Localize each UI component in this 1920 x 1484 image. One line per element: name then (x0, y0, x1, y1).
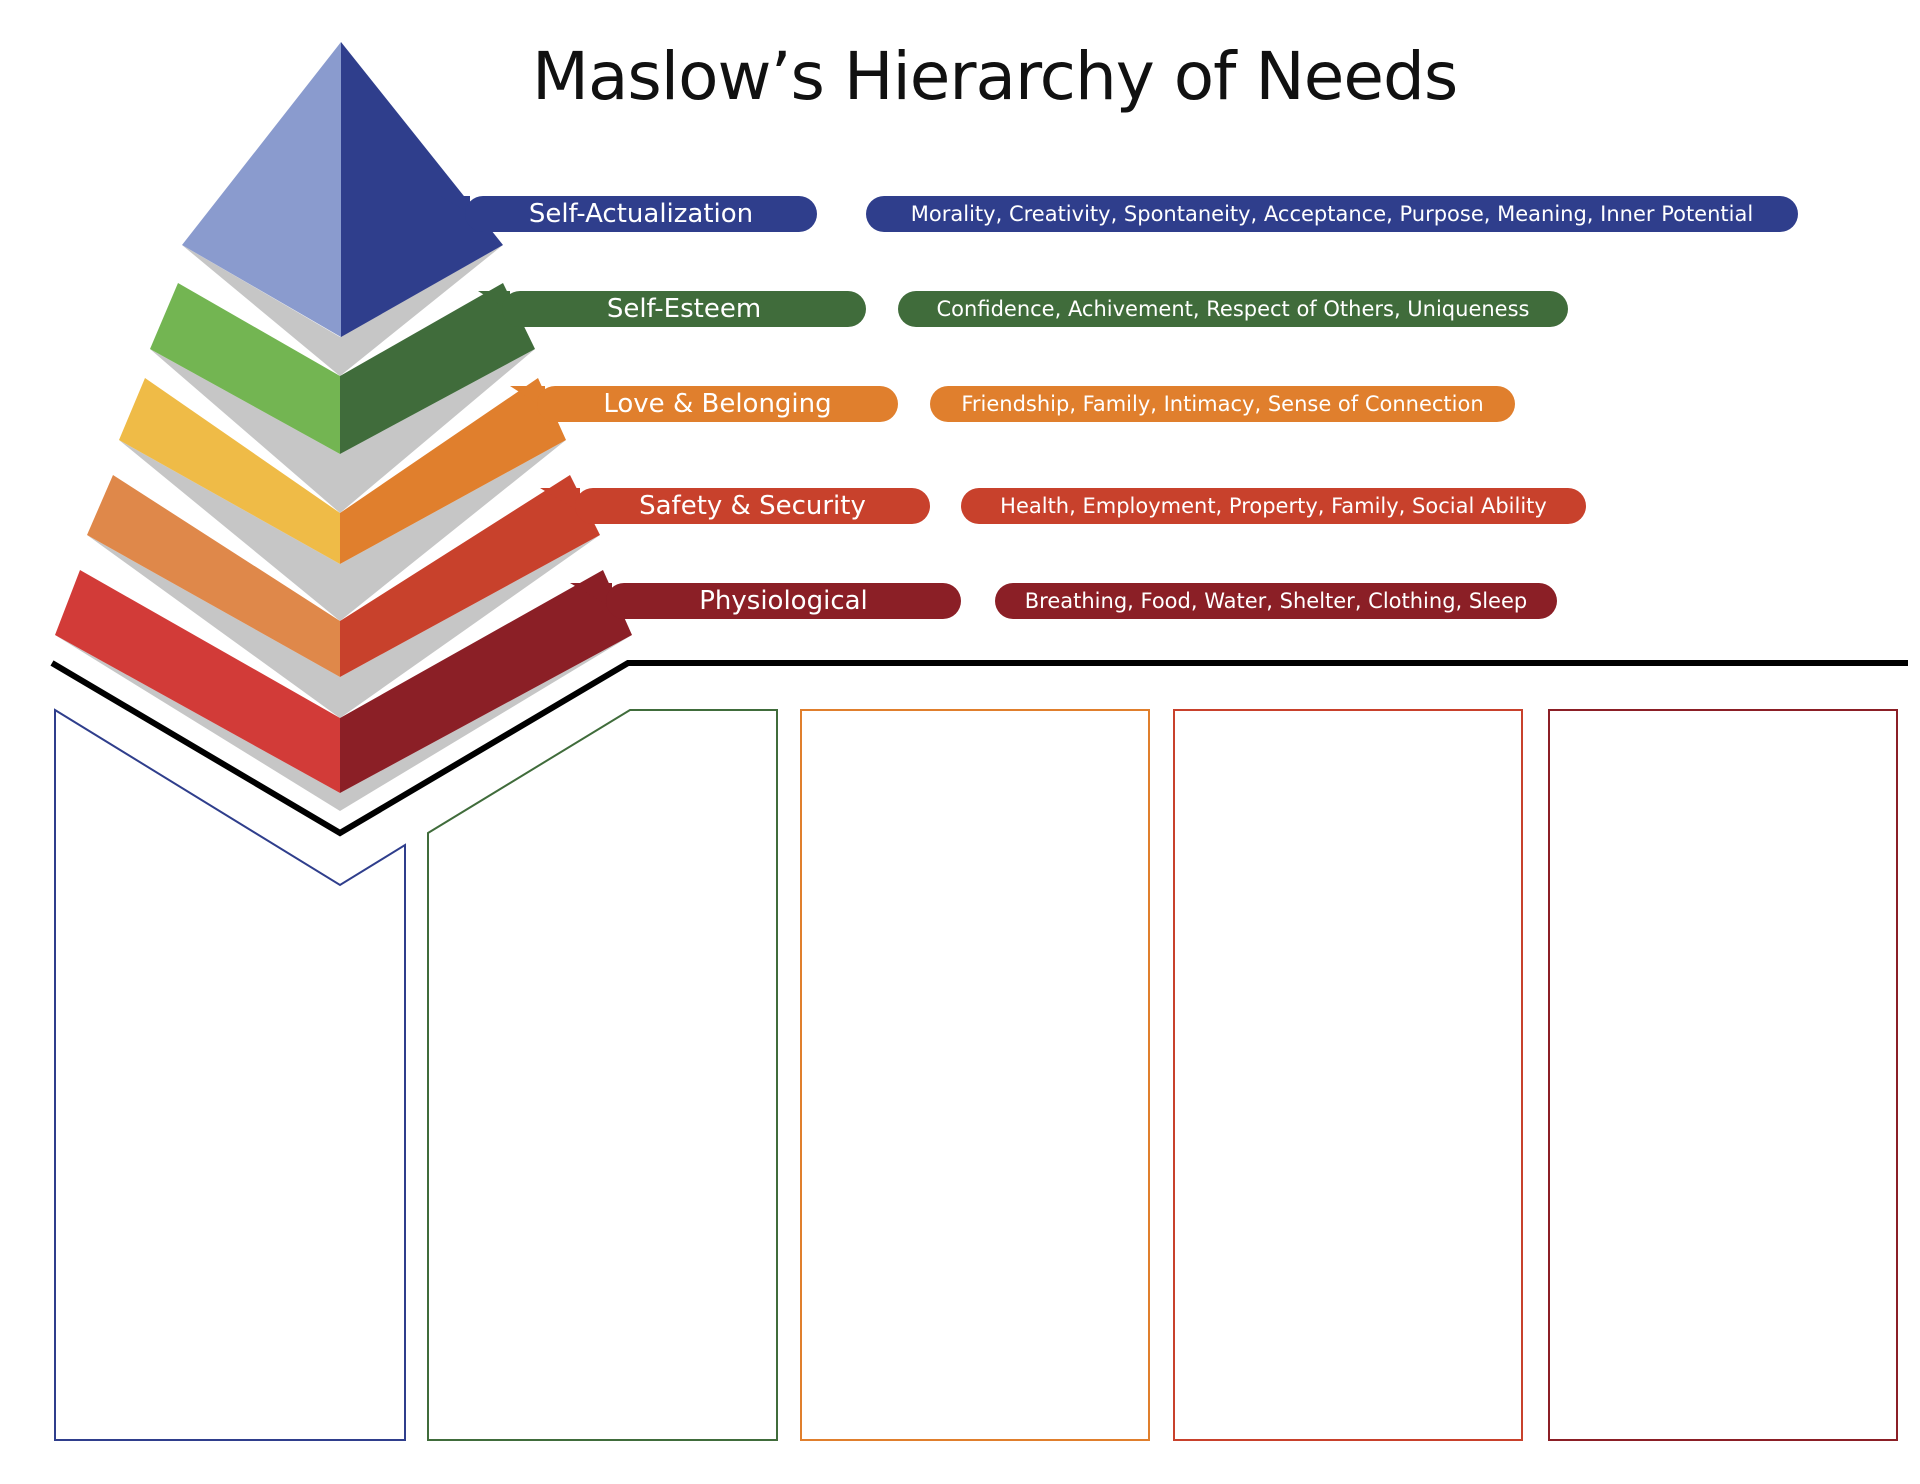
note-box-5 (1548, 709, 1898, 1441)
level-items-love-belonging: Friendship, Family, Intimacy, Sense of C… (930, 386, 1515, 422)
note-box-1 (54, 708, 406, 1441)
level-items-safety-security: Health, Employment, Property, Family, So… (961, 488, 1586, 524)
pyramid-layer-physiological-right (340, 570, 632, 793)
pyramid-layer-physiological-left (55, 570, 340, 793)
level-label-self-esteem: Self-Esteem (502, 291, 866, 327)
pyramid-layer-esteem-right (340, 283, 535, 454)
pyramid-gap-4 (87, 535, 600, 718)
pyramid-gap-3 (119, 440, 566, 621)
note-box-2 (427, 709, 778, 1441)
pyramid-layer-love-left (119, 378, 340, 564)
note-box-3 (800, 709, 1150, 1441)
level-label-self-actualization: Self-Actualization (465, 196, 817, 232)
pyramid-gap-2 (150, 349, 535, 513)
pyramid-gap-1 (182, 245, 503, 376)
level-label-safety-security: Safety & Security (575, 488, 930, 524)
pyramid-apex-right (341, 42, 503, 337)
pyramid-layer-safety-right (340, 475, 600, 677)
pyramid-layer-love-right (340, 378, 566, 564)
level-items-self-esteem: Confidence, Achivement, Respect of Other… (898, 291, 1568, 327)
page-title: Maslow’s Hierarchy of Needs (532, 38, 1458, 115)
pyramid-apex-left (182, 42, 341, 337)
level-label-physiological: Physiological (606, 583, 961, 619)
level-label-love-belonging: Love & Belonging (537, 386, 898, 422)
level-items-self-actualization: Morality, Creativity, Spontaneity, Accep… (866, 196, 1798, 232)
level-items-physiological: Breathing, Food, Water, Shelter, Clothin… (995, 583, 1557, 619)
pyramid-layer-safety-left (87, 475, 340, 677)
note-box-4 (1173, 709, 1523, 1441)
pyramid-layer-esteem-left (150, 283, 340, 454)
separator-line (50, 660, 1908, 837)
